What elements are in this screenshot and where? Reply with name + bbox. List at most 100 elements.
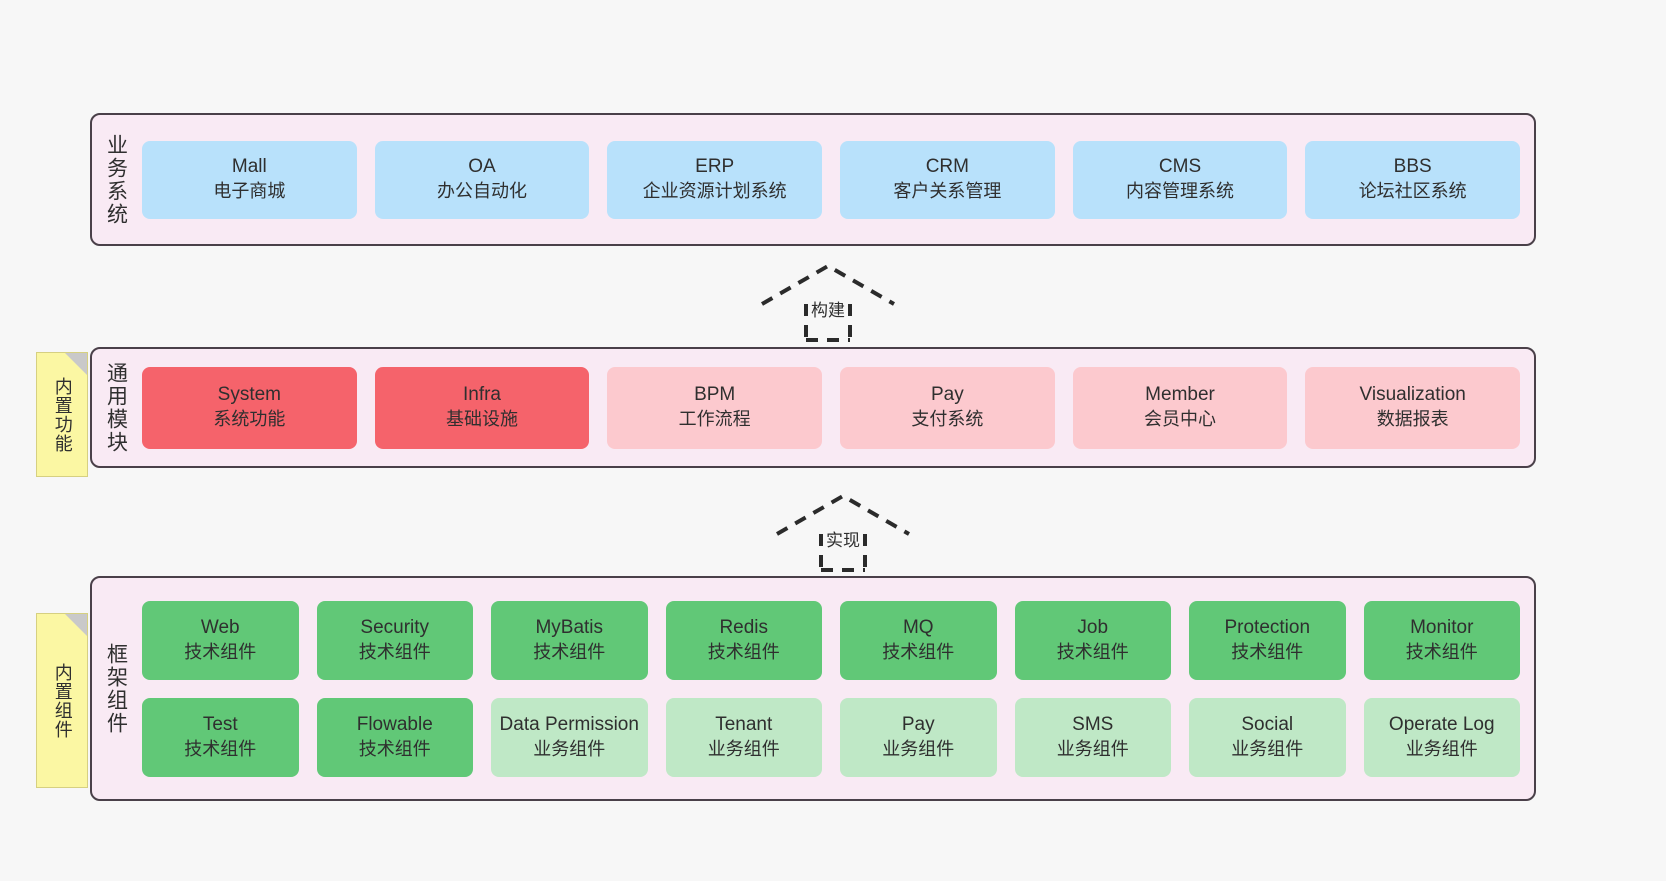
node-test-subtitle: 技术组件 [184, 738, 257, 759]
node-mall[interactable]: Mall 电子商城 [142, 140, 357, 219]
node-monitor-subtitle: 技术组件 [1405, 641, 1478, 662]
node-crm-subtitle: 客户关系管理 [893, 181, 1002, 202]
modules-node-row: System 系统功能 Infra 基础设施 BPM 工作流程 Pay 支付系统… [142, 366, 1521, 449]
node-flowable[interactable]: Flowable 技术组件 [316, 697, 473, 777]
node-data-permission-subtitle: 业务组件 [533, 738, 606, 759]
node-mybatis-title: MyBatis [535, 616, 604, 638]
node-mall-title: Mall [231, 156, 267, 178]
node-cms-title: CMS [1158, 156, 1202, 178]
connector-build-label: 构建 [811, 301, 845, 320]
node-social-subtitle: 业务组件 [1231, 738, 1304, 759]
note-builtin-components: 内置组件 [36, 613, 88, 788]
node-web-title: Web [200, 616, 240, 638]
node-mybatis-subtitle: 技术组件 [533, 641, 606, 662]
node-crm[interactable]: CRM 客户关系管理 [840, 140, 1055, 219]
layer-modules-title: 通用模块 [104, 361, 128, 454]
node-system-title: System [217, 384, 282, 406]
node-infra-subtitle: 基础设施 [446, 409, 518, 430]
node-security[interactable]: Security 技术组件 [316, 600, 473, 680]
connector-build-arrow: 构建 [760, 262, 896, 342]
note-builtin-components-text: 内置组件 [52, 662, 73, 739]
arrow-head-path [761, 263, 895, 306]
node-sms-subtitle: 业务组件 [1056, 738, 1129, 759]
node-tenant-title: Tenant [715, 713, 773, 735]
node-system[interactable]: System 系统功能 [142, 366, 357, 449]
node-member[interactable]: Member 会员中心 [1072, 366, 1288, 449]
node-social-title: Social [1241, 713, 1294, 735]
arrow-head-path [776, 493, 910, 536]
node-pay-module[interactable]: Pay 支付系统 [840, 366, 1055, 449]
layer-business-title: 业务系统 [104, 133, 128, 226]
node-pay-component[interactable]: Pay 业务组件 [840, 697, 997, 777]
node-web-subtitle: 技术组件 [184, 641, 257, 662]
node-operate-log-subtitle: 业务组件 [1405, 738, 1478, 759]
node-mq-title: MQ [902, 616, 934, 638]
node-security-title: Security [360, 616, 430, 638]
node-bpm-subtitle: 工作流程 [678, 409, 751, 430]
node-pay-module-title: Pay [930, 384, 964, 406]
node-data-permission[interactable]: Data Permission 业务组件 [491, 697, 648, 777]
node-crm-title: CRM [925, 156, 969, 178]
node-mall-subtitle: 电子商城 [213, 181, 286, 202]
node-visualization-subtitle: 数据报表 [1376, 409, 1449, 430]
node-protection[interactable]: Protection 技术组件 [1189, 600, 1346, 680]
note-builtin-features-text: 内置功能 [52, 376, 73, 453]
node-erp-title: ERP [695, 156, 735, 178]
node-erp[interactable]: ERP 企业资源计划系统 [607, 140, 823, 219]
node-redis-title: Redis [719, 616, 769, 638]
layer-business-systems: 业务系统 Mall 电子商城 OA 办公自动化 ERP 企业资源计划系统 CRM… [90, 113, 1536, 246]
node-member-title: Member [1145, 384, 1215, 406]
node-tenant[interactable]: Tenant 业务组件 [665, 697, 822, 777]
layer-framework-title: 框架组件 [104, 642, 128, 735]
node-protection-title: Protection [1224, 616, 1311, 638]
node-visualization[interactable]: Visualization 数据报表 [1305, 366, 1521, 449]
node-pay-component-subtitle: 业务组件 [882, 738, 955, 759]
node-job-title: Job [1077, 616, 1109, 638]
node-system-subtitle: 系统功能 [213, 409, 286, 430]
node-sms-title: SMS [1072, 713, 1114, 735]
node-redis[interactable]: Redis 技术组件 [665, 600, 822, 680]
node-pay-component-title: Pay [901, 713, 935, 735]
node-mybatis[interactable]: MyBatis 技术组件 [491, 600, 648, 680]
note-fold-corner-icon [65, 614, 87, 636]
node-operate-log-title: Operate Log [1388, 713, 1495, 735]
node-oa-subtitle: 办公自动化 [437, 181, 527, 202]
layer-modules-body: System 系统功能 Infra 基础设施 BPM 工作流程 Pay 支付系统… [138, 349, 1534, 466]
node-pay-module-subtitle: 支付系统 [911, 409, 984, 430]
node-monitor[interactable]: Monitor 技术组件 [1363, 600, 1520, 680]
node-web[interactable]: Web 技术组件 [142, 600, 299, 680]
node-bpm[interactable]: BPM 工作流程 [607, 366, 823, 449]
node-bbs-title: BBS [1393, 156, 1432, 178]
node-tenant-subtitle: 业务组件 [707, 738, 780, 759]
node-oa[interactable]: OA 办公自动化 [374, 140, 590, 219]
node-sms[interactable]: SMS 业务组件 [1014, 697, 1171, 777]
business-node-row: Mall 电子商城 OA 办公自动化 ERP 企业资源计划系统 CRM 客户关系… [142, 140, 1521, 219]
node-protection-subtitle: 技术组件 [1231, 641, 1304, 662]
node-data-permission-title: Data Permission [499, 713, 639, 735]
node-bbs[interactable]: BBS 论坛社区系统 [1305, 140, 1521, 219]
node-mq[interactable]: MQ 技术组件 [840, 600, 997, 680]
node-security-subtitle: 技术组件 [358, 641, 431, 662]
node-job[interactable]: Job 技术组件 [1014, 600, 1171, 680]
connector-implement-label: 实现 [826, 531, 860, 550]
node-redis-subtitle: 技术组件 [707, 641, 780, 662]
framework-node-row-1: Web 技术组件 Security 技术组件 MyBatis 技术组件 Redi… [142, 600, 1520, 680]
node-operate-log[interactable]: Operate Log 业务组件 [1363, 697, 1520, 777]
node-member-subtitle: 会员中心 [1144, 409, 1217, 430]
node-job-subtitle: 技术组件 [1056, 641, 1129, 662]
node-cms-subtitle: 内容管理系统 [1126, 181, 1235, 202]
node-monitor-title: Monitor [1410, 616, 1474, 638]
layer-common-modules: 通用模块 System 系统功能 Infra 基础设施 BPM 工作流程 Pay… [90, 347, 1536, 468]
note-builtin-features: 内置功能 [36, 352, 88, 477]
node-mq-subtitle: 技术组件 [882, 641, 955, 662]
framework-node-row-2: Test 技术组件 Flowable 技术组件 Data Permission … [142, 697, 1520, 777]
node-infra[interactable]: Infra 基础设施 [374, 366, 590, 449]
layer-framework-body: Web 技术组件 Security 技术组件 MyBatis 技术组件 Redi… [138, 578, 1534, 799]
layer-business-body: Mall 电子商城 OA 办公自动化 ERP 企业资源计划系统 CRM 客户关系… [138, 115, 1534, 244]
node-cms[interactable]: CMS 内容管理系统 [1072, 140, 1288, 219]
connector-implement-arrow: 实现 [775, 492, 911, 572]
node-visualization-title: Visualization [1359, 384, 1466, 406]
node-social[interactable]: Social 业务组件 [1189, 697, 1346, 777]
node-test[interactable]: Test 技术组件 [142, 697, 299, 777]
node-infra-title: Infra [462, 384, 502, 406]
